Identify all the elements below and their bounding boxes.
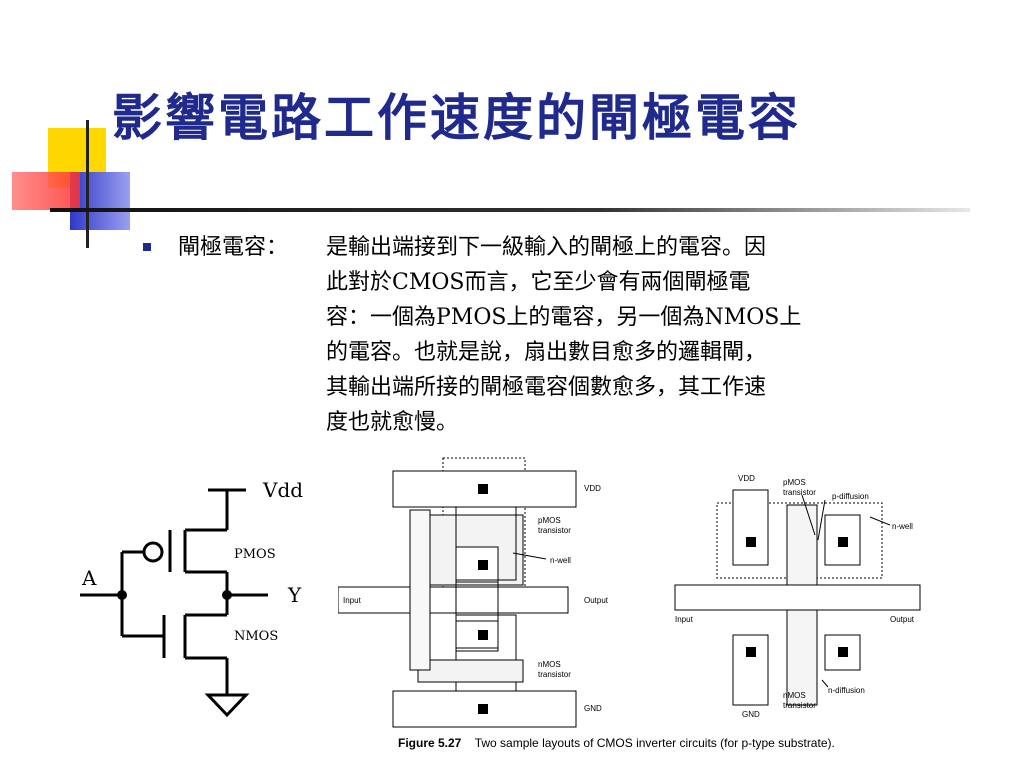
ndiffusion-label: n-diffusion	[828, 686, 865, 695]
figure-caption-number: Figure 5.27	[398, 736, 462, 750]
vdd-label: VDD	[584, 484, 601, 493]
pmos-label: pMOS	[783, 478, 806, 487]
vdd-label: VDD	[738, 474, 755, 483]
nmos-label: NMOS	[234, 629, 278, 644]
nmos-label: nMOS	[783, 691, 806, 700]
bullet-line: 容：一個為PMOS上的電容，另一個為NMOS上	[326, 305, 802, 330]
decor-red-bar	[12, 172, 80, 210]
figure-caption-text: Two sample layouts of CMOS inverter circ…	[474, 736, 835, 750]
slide-title: 影響電路工作速度的閘極電容	[112, 88, 801, 147]
output-node	[222, 590, 232, 600]
output-label: Output	[890, 615, 915, 624]
nmos-label-2: transistor	[783, 701, 816, 710]
nwell-label: n-well	[550, 556, 571, 565]
gnd-label: GND	[584, 704, 602, 713]
bullet-line: 是輸出端接到下一級輸入的閘極上的電容。因	[326, 235, 767, 260]
decor-logo	[0, 110, 150, 248]
pmos-label: PMOS	[234, 547, 276, 562]
pdiffusion-label: p-diffusion	[832, 492, 869, 501]
input-node	[117, 590, 127, 600]
input-label: Input	[343, 596, 362, 605]
decor-blue-square	[70, 172, 130, 230]
vdd-label: Vdd	[262, 478, 303, 502]
bullet-icon	[143, 243, 151, 251]
bullet-line: 其輸出端所接的閘極電容個數愈多，其工作速	[326, 375, 767, 400]
input-label: A	[81, 566, 97, 590]
title-divider	[50, 208, 970, 212]
inverter-schematic: Vdd PMOS NMOS A Y	[80, 478, 303, 718]
output-label: Y	[287, 583, 302, 607]
output-label: Output	[584, 596, 609, 605]
decor-vertical-line	[86, 120, 89, 248]
nmos-label-2: transistor	[538, 670, 571, 679]
bullet-line: 此對於CMOS而言，它至少會有兩個閘極電	[326, 270, 751, 295]
pmos-label-2: transistor	[538, 526, 571, 535]
bullet-line: 的電容。也就是說，扇出數目愈多的邏輯閘，	[326, 340, 767, 365]
bullet-line: 度也就愈慢。	[326, 410, 459, 435]
pmos-label: pMOS	[538, 516, 561, 525]
input-label: Input	[675, 615, 694, 624]
bullet-text: 閘極電容： 是輸出端接到下一級輸入的閘極上的電容。因 此對於CMOS而言，它至少會…	[178, 230, 918, 440]
nwell-label: n-well	[892, 522, 913, 531]
figure-caption: Figure 5.27 Two sample layouts of CMOS i…	[398, 736, 835, 750]
bullet-label: 閘極電容：	[178, 235, 289, 260]
gnd-label: GND	[742, 710, 760, 719]
layout-figure-right: VDD pMOS transistor p-diffusion n-well I…	[674, 474, 921, 719]
layout-figure-left: VDD pMOS transistor n-well Input Output …	[338, 457, 609, 728]
pmos-label-2: transistor	[783, 488, 816, 497]
nmos-label: nMOS	[538, 660, 561, 669]
